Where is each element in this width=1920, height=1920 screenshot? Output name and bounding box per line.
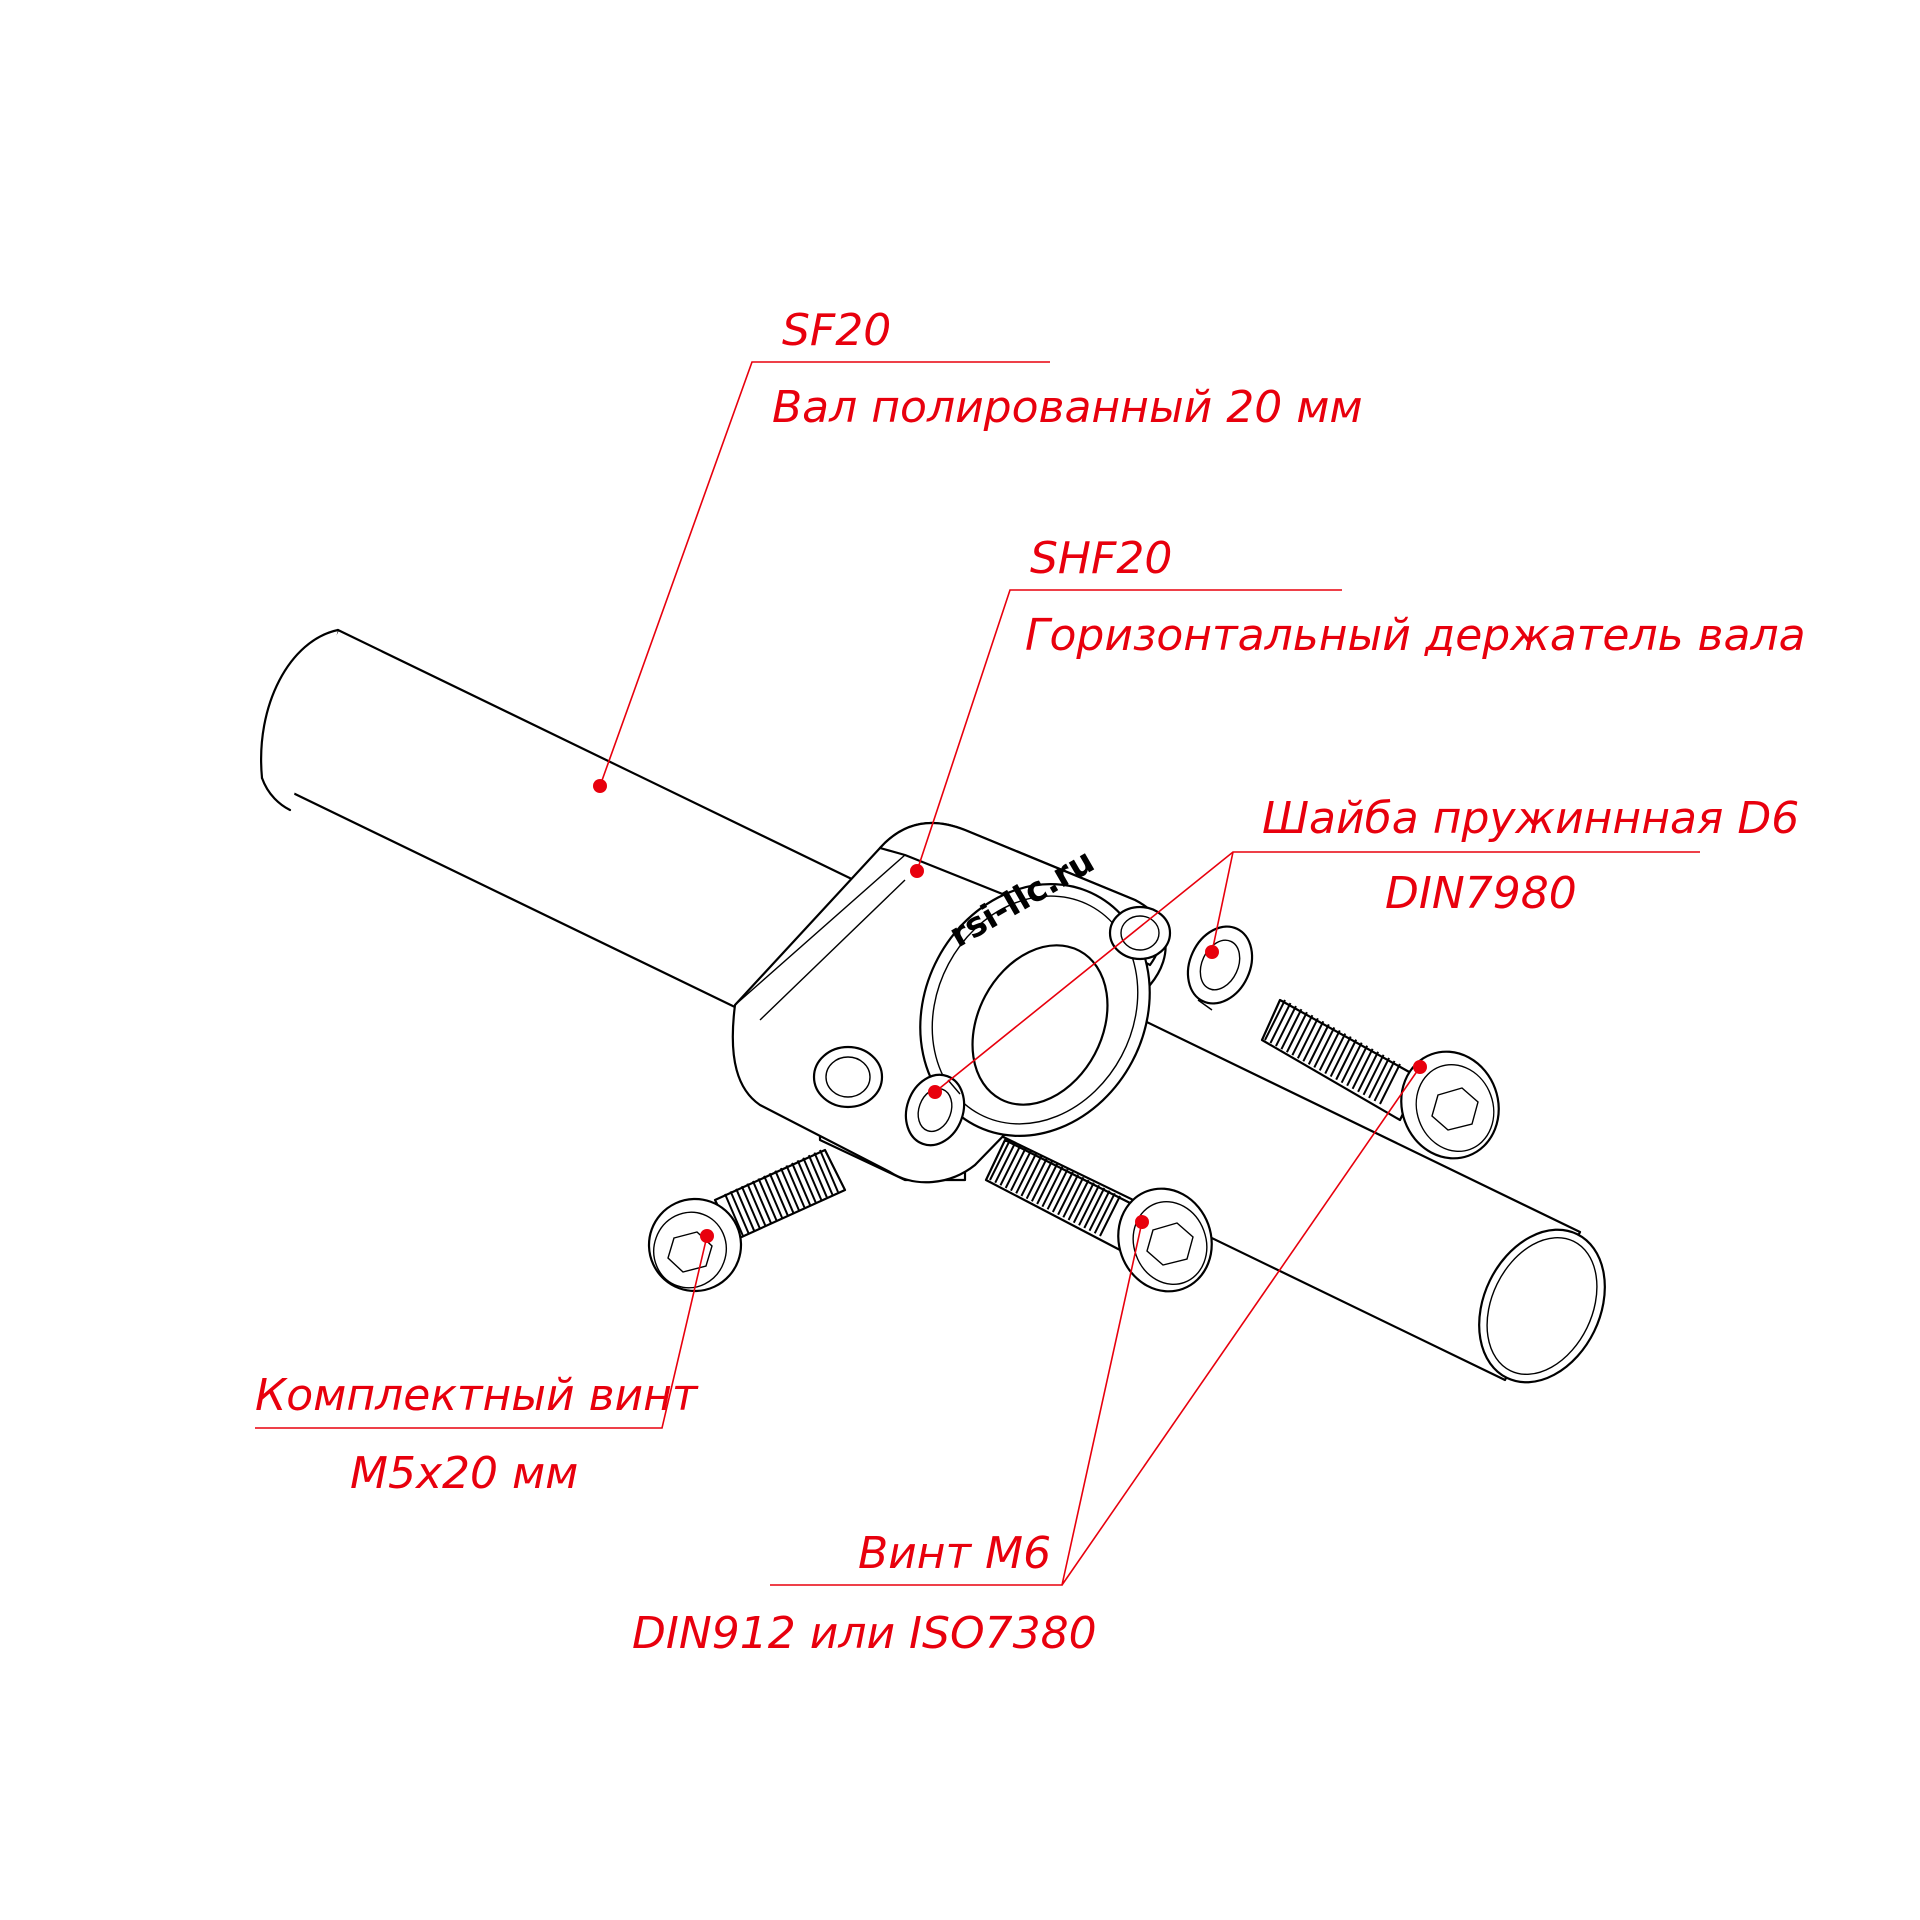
thread-ridge [740,1185,761,1229]
thread-ridge [819,1149,839,1193]
thread-ridge [1362,1054,1385,1096]
thread-ridge [1036,1163,1059,1205]
thread-ridge [994,1142,1017,1184]
thread-ridge [796,1159,817,1203]
thread-ridge [1046,1168,1069,1210]
thread-ridge [1269,1002,1292,1044]
thread-ridge [768,1172,789,1216]
thread-ridge [724,1193,744,1237]
screw-m6-upper [1260,998,1500,1160]
thread-ridge [774,1170,795,1214]
thread-ridge [1346,1045,1369,1087]
callout-shaft: SF20 Вал полированный 20 мм [593,305,1363,793]
callout-washer: Шайба пружиннная D6 DIN7980 [928,793,1799,1099]
thread-ridge [1051,1171,1074,1213]
thread-ridge [757,1178,778,1221]
shaft-name: Вал полированный 20 мм [772,382,1363,433]
thread-ridge [779,1167,800,1211]
thread-ridge [1041,1166,1064,1208]
thread-ridge [1078,1184,1100,1226]
thread-ridge [1340,1042,1363,1084]
screw-m6-name: Винт М6 [858,1528,1051,1579]
spring-washer-free [1186,925,1254,1011]
thread-ridge [791,1162,811,1206]
screw-m6-standard: DIN912 или ISO7380 [632,1608,1097,1659]
thread-ridge [785,1165,806,1208]
thread-ridge [1025,1158,1048,1200]
thread-ridge [1010,1150,1032,1192]
thread-ridge [1083,1187,1106,1229]
thread-ridge [1302,1020,1325,1062]
set-screw-size: M5x20 мм [350,1448,578,1499]
thread-ridge [999,1144,1022,1186]
thread-ridge [802,1157,823,1201]
spring-washer-front [904,1073,966,1147]
thread-ridge [1020,1155,1043,1197]
holder-code: SHF20 [1030,533,1172,584]
thread-ridge [1015,1152,1038,1194]
thread-ridge [1307,1023,1330,1065]
thread-ridge [735,1188,756,1232]
thread-ridge [1324,1033,1347,1074]
set-screw-m5 [647,1148,847,1293]
shaft-holder: rsi-llc.ru [731,821,1172,1184]
thread-ridge [729,1191,750,1234]
washer-name: Шайба пружиннная D6 [1262,793,1799,844]
thread-ridge [752,1180,772,1224]
holder-name: Горизонтальный держатель вала [1025,610,1806,661]
thread-ridge [1088,1190,1111,1232]
thread-ridge [1099,1195,1121,1237]
set-screw-name: Комплектный винт [255,1370,699,1421]
thread-ridge [1072,1182,1095,1224]
thread-ridge [1313,1026,1336,1068]
thread-ridge [763,1175,784,1219]
thread-ridge [1351,1048,1374,1090]
thread-ridge [746,1183,767,1227]
thread-ridge [1318,1030,1341,1071]
callout-holder: SHF20 Горизонтальный держатель вала [910,533,1806,878]
thread-ridge [1373,1060,1396,1102]
thread-ridge [1368,1057,1390,1099]
washer-standard: DIN7980 [1385,868,1577,919]
thread-ridge [1067,1179,1090,1221]
thread-ridge [1280,1008,1303,1050]
thread-ridge [1335,1039,1358,1081]
shaft-code: SF20 [782,305,891,356]
thread-ridge [1031,1160,1053,1202]
callout-screw-m6: Винт М6 DIN912 или ISO7380 [632,1060,1427,1659]
thread-ridge [1264,999,1286,1041]
thread-ridge [1329,1036,1352,1078]
thread-ridge [1296,1017,1319,1059]
thread-ridge [1357,1051,1379,1093]
thread-ridge [989,1139,1011,1181]
thread-ridge [1062,1176,1085,1218]
thread-ridge [1004,1147,1027,1189]
thread-ridge [1275,1005,1297,1047]
thread-ridge [1093,1192,1116,1234]
thread-ridge [807,1154,828,1198]
thread-ridge [1291,1014,1314,1056]
thread-ridge [813,1152,834,1195]
thread-ridge [1286,1011,1308,1053]
screw-m6-lower [984,1138,1213,1293]
callout-set-screw: Комплектный винт M5x20 мм [255,1229,714,1499]
thread-ridge [1057,1174,1079,1216]
thread-ridge [1379,1063,1401,1105]
